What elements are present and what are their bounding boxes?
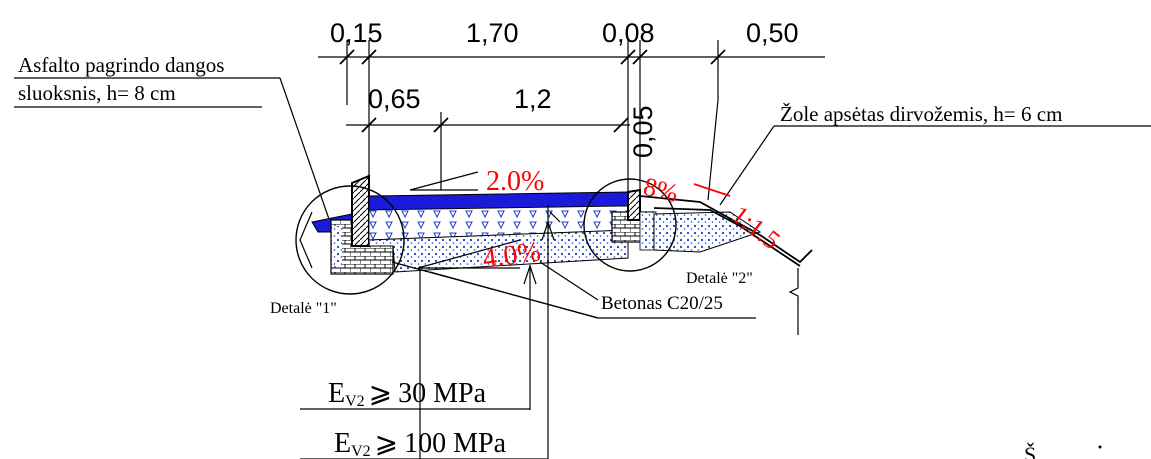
grass-soil-label: Žole apsėtas dirvožemis, h= 6 cm	[719, 102, 1151, 206]
modulus-2-sub: V2	[351, 443, 371, 459]
detail-circle-1	[295, 185, 405, 295]
grass-soil-label-text: Žole apsėtas dirvožemis, h= 6 cm	[780, 102, 1062, 126]
modulus-2-rel: ⩾	[375, 428, 398, 459]
slope-top: 2.0%	[486, 166, 544, 197]
dim-top-4: 0,50	[746, 18, 799, 48]
dim-second-2: 1,2	[514, 84, 552, 114]
dim-top-2: 1,70	[466, 18, 519, 48]
dim-vertical: 0,05	[628, 105, 658, 158]
second-dimension-chain: 0,65 1,2 0,05	[346, 84, 658, 190]
asphalt-label-line1: Asfalto pagrindo dangos	[18, 53, 224, 77]
concrete-label: Betonas C20/25	[391, 261, 756, 319]
svg-text:EV2⩾30 MPa: EV2⩾30 MPa	[328, 378, 487, 410]
asphalt-label-line2: sluoksnis, h= 8 cm	[18, 81, 176, 105]
pavement-structure	[299, 171, 813, 335]
dim-top-3: 0,08	[602, 18, 655, 48]
detail-circle-2	[583, 178, 677, 272]
top-dimension-chain: 0,15 1,70 0,08 0,50	[318, 18, 825, 201]
modulus-1-sub: V2	[345, 393, 365, 410]
slope-base: 4.0%	[481, 236, 543, 275]
asphalt-label: Asfalto pagrindo dangos sluoksnis, h= 8 …	[14, 53, 331, 223]
right-curb	[627, 188, 641, 221]
dim-top-1: 0,15	[330, 18, 383, 48]
modulus-1-symbol: E	[328, 378, 345, 409]
corner-dot	[1098, 445, 1102, 449]
modulus-1-rel: ⩾	[369, 378, 392, 409]
concrete-label-text: Betonas C20/25	[601, 293, 723, 314]
side-slope-arrow	[693, 183, 731, 197]
svg-text:EV2⩾100 MPa: EV2⩾100 MPa	[334, 428, 507, 459]
modulus-leaders	[300, 220, 555, 459]
modulus-1: EV2⩾30 MPa	[328, 378, 487, 410]
corner-text: Š	[1024, 442, 1036, 459]
detail-1-label: Detalė "1"	[270, 300, 337, 317]
modulus-2-symbol: E	[334, 428, 351, 459]
detail-2-label: Detalė "2"	[686, 270, 753, 287]
slope-side: 8%	[641, 172, 682, 209]
modulus-2-value: 100 MPa	[404, 428, 506, 459]
modulus-1-value: 30 MPa	[398, 378, 486, 409]
dim-second-1: 0,65	[368, 84, 421, 114]
modulus-2: EV2⩾100 MPa	[334, 428, 507, 459]
